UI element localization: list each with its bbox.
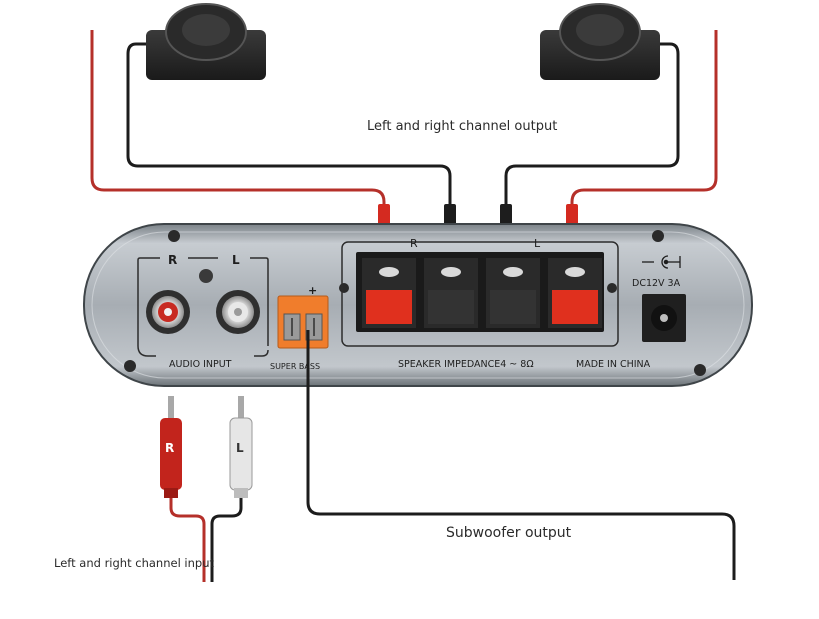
wire-red-right-speaker (570, 30, 718, 212)
speaker-r-label: R (410, 237, 418, 250)
dc-polarity-icon (642, 255, 681, 269)
audio-input-label: AUDIO INPUT (169, 359, 232, 370)
wire-input-right (169, 498, 206, 582)
speaker-l-label: L (534, 237, 541, 250)
caption-subwoofer-output: Subwoofer output (446, 525, 572, 541)
speaker-impedance-label: SPEAKER IMPEDANCE4 ~ 8Ω (398, 359, 534, 370)
rca-jack-left (216, 290, 260, 334)
rca-plug-left-label: L (236, 441, 244, 455)
speaker-right-box (540, 3, 660, 80)
input-hole (199, 269, 213, 283)
super-bass-plus-label: + (308, 284, 317, 297)
speaker-terminal-block (341, 241, 619, 347)
rca-plug-right: R (160, 396, 182, 498)
audio-input-l-label: L (232, 253, 240, 267)
super-bass-terminal (277, 295, 329, 349)
caption-output-lr: Left and right channel output (367, 119, 558, 134)
rca-jack-right (146, 290, 190, 334)
wire-subwoofer-output (306, 330, 736, 580)
super-bass-label: SUPER BASS (270, 362, 320, 371)
rca-plug-left: L (229, 396, 253, 498)
wire-black-left-speaker (126, 42, 452, 212)
speaker-left-box (146, 3, 266, 80)
caption-input-lr: Left and right channel input (54, 556, 215, 570)
dc-power-jack (642, 294, 686, 342)
wire-red-left-speaker (90, 30, 386, 212)
made-in-label: MADE IN CHINA (576, 359, 651, 370)
rca-plug-right-label: R (165, 441, 174, 455)
audio-input-r-label: R (168, 253, 177, 267)
audio-input-bracket (137, 257, 269, 357)
dc-rating-label: DC12V 3A (632, 278, 681, 289)
wire-input-left (210, 498, 243, 582)
wire-black-right-speaker (504, 42, 680, 212)
